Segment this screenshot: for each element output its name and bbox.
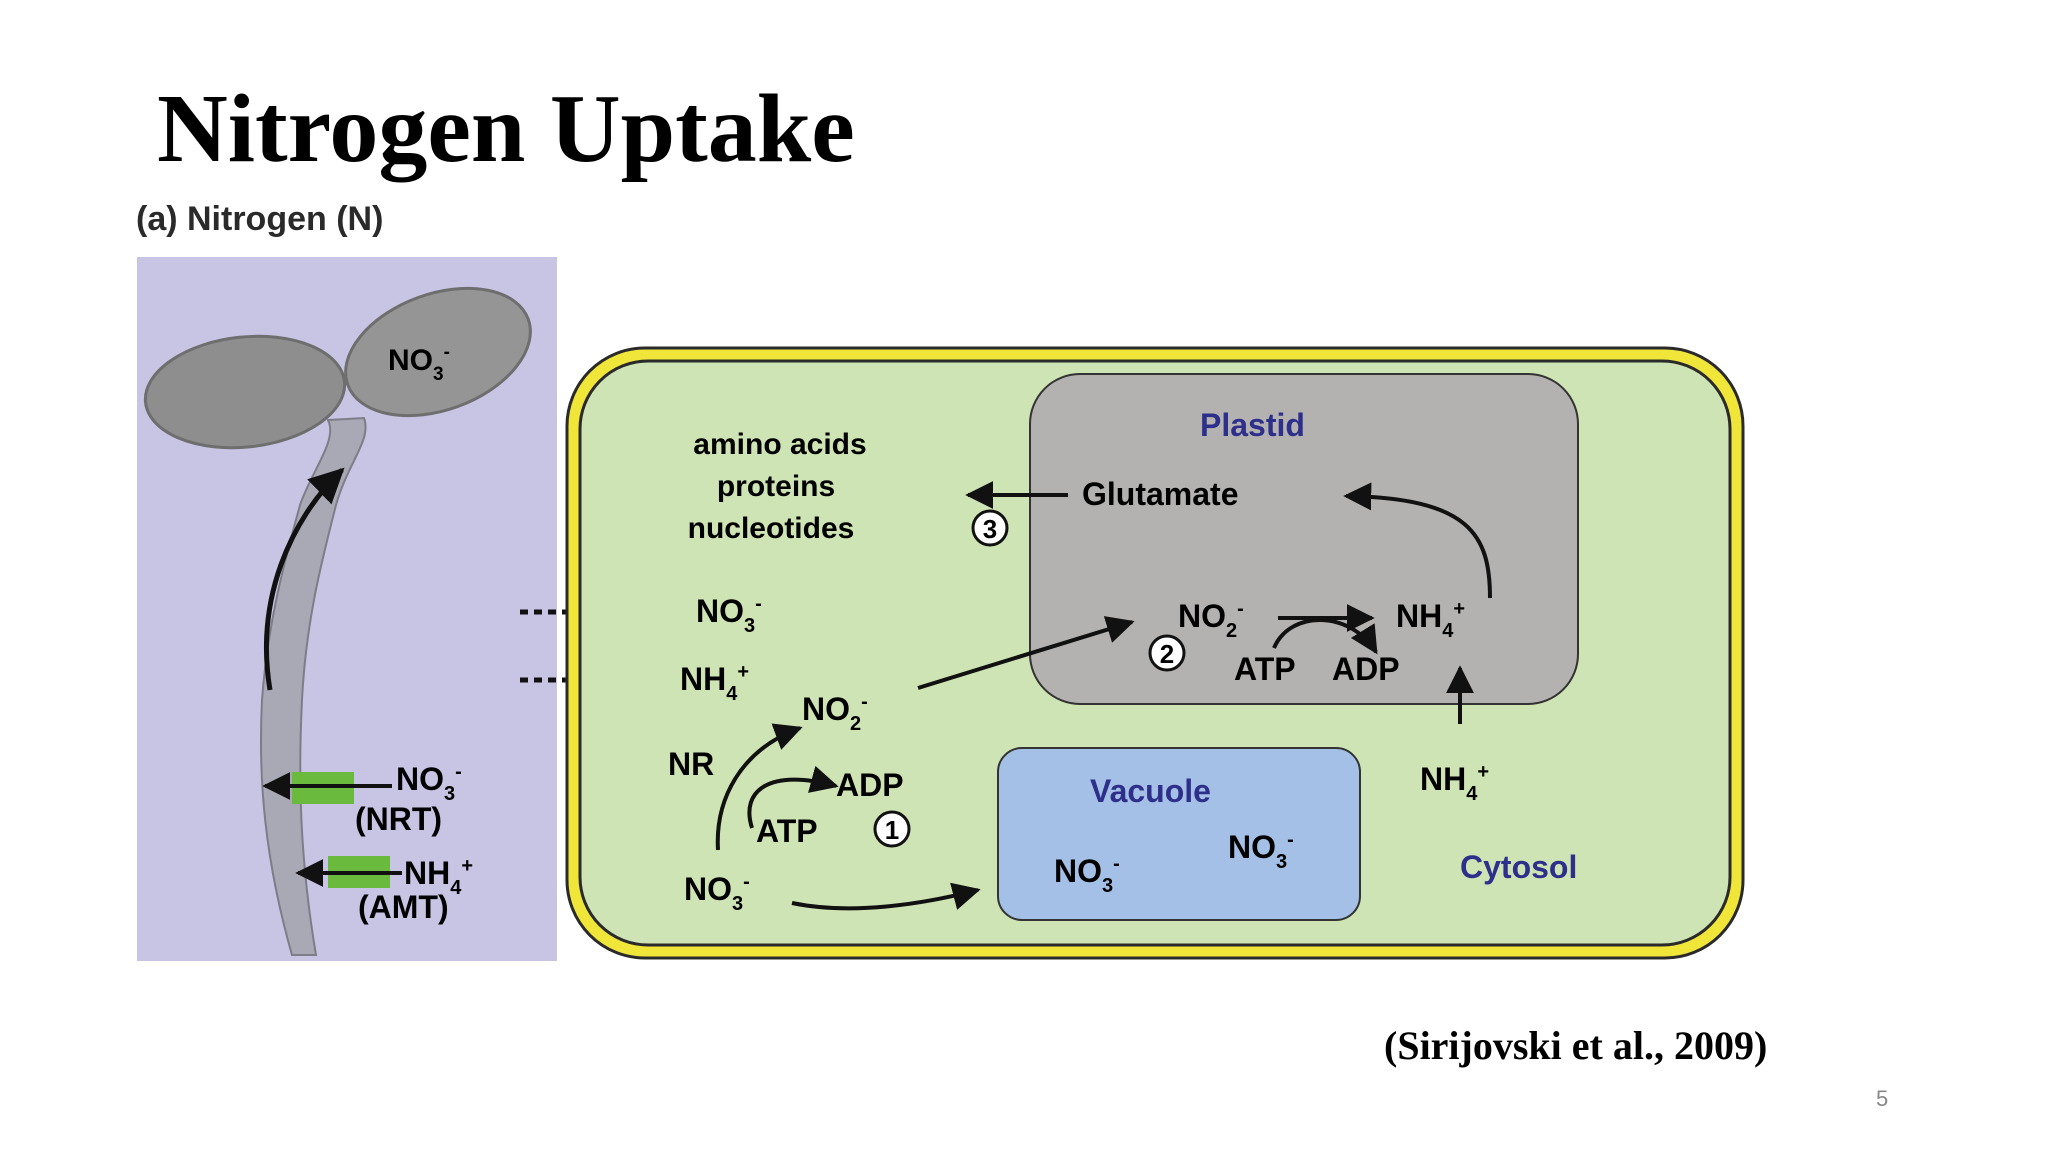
vacuole-label: Vacuole bbox=[1090, 773, 1211, 809]
influx-nh4-label: NH4+ bbox=[680, 661, 749, 705]
plastid bbox=[1029, 373, 1579, 705]
seedling-cotyledon-right bbox=[344, 286, 532, 418]
product-amino-acids: amino acids bbox=[693, 428, 866, 461]
step-3-label: 3 bbox=[983, 514, 997, 544]
cytosol-no3-label: NO3- bbox=[684, 871, 750, 915]
plant-cell: Plastid Glutamate NO2- NH4+ 2 ATP ADP 3 … bbox=[565, 346, 1745, 960]
slide-title: Nitrogen Uptake bbox=[157, 75, 855, 183]
nrt-ion-label: NO3- bbox=[396, 761, 462, 805]
plastid-atp-label: ATP bbox=[1234, 651, 1296, 687]
cytosol-adp-label: ADP bbox=[836, 767, 904, 803]
seedling-cotyledon-left bbox=[143, 334, 347, 450]
seedling-panel: NO3- NO3- (NRT) NH4+ (AMT) bbox=[137, 257, 557, 961]
seedling-transport-arrow bbox=[264, 467, 345, 691]
nrt-label: (NRT) bbox=[355, 801, 442, 837]
no2-to-plastid-arrow bbox=[917, 616, 1135, 690]
vacuole bbox=[997, 747, 1361, 921]
product-nucleotides: nucleotides bbox=[688, 512, 855, 545]
nh4-to-glutamate-arrow bbox=[1343, 482, 1492, 599]
panel-label: (a) Nitrogen (N) bbox=[136, 200, 384, 238]
atp-adp-arrow bbox=[747, 765, 839, 829]
amt-label: (AMT) bbox=[358, 889, 449, 925]
citation: (Sirijovski et al., 2009) bbox=[1384, 1023, 1768, 1068]
cytosol-label: Cytosol bbox=[1460, 849, 1577, 885]
vacuole-no3-a: NO3- bbox=[1054, 853, 1120, 897]
step-2-circle bbox=[1148, 634, 1186, 672]
plastid-label: Plastid bbox=[1200, 407, 1305, 443]
plastid-adp-label: ADP bbox=[1332, 651, 1400, 687]
page-number: 5 bbox=[1876, 1086, 1889, 1111]
leaf-no3-label: NO3- bbox=[388, 342, 450, 385]
plastid-no2-label: NO2- bbox=[1178, 598, 1244, 642]
plastid-nh4-label: NH4+ bbox=[1396, 598, 1465, 642]
cytosol-no2-label: NO2- bbox=[802, 691, 868, 735]
cytosol-atp-label: ATP bbox=[756, 813, 818, 849]
cytosol-nh4-label: NH4+ bbox=[1420, 761, 1489, 805]
step-1-label: 1 bbox=[885, 815, 899, 845]
no3-to-vacuole-arrow bbox=[791, 882, 981, 911]
vacuole-no3-b: NO3- bbox=[1228, 829, 1294, 873]
amt-ion-label: NH4+ bbox=[404, 855, 473, 899]
glutamate-label: Glutamate bbox=[1082, 476, 1238, 512]
influx-no3-label: NO3- bbox=[696, 593, 762, 637]
no3-to-no2-arrow bbox=[715, 723, 803, 851]
step-3-circle bbox=[971, 509, 1009, 547]
step-1-circle bbox=[873, 810, 911, 848]
product-proteins: proteins bbox=[717, 470, 835, 503]
nr-label: NR bbox=[668, 746, 714, 782]
plastid-atp-adp-arrow bbox=[1272, 618, 1378, 655]
step-2-label: 2 bbox=[1160, 639, 1174, 669]
